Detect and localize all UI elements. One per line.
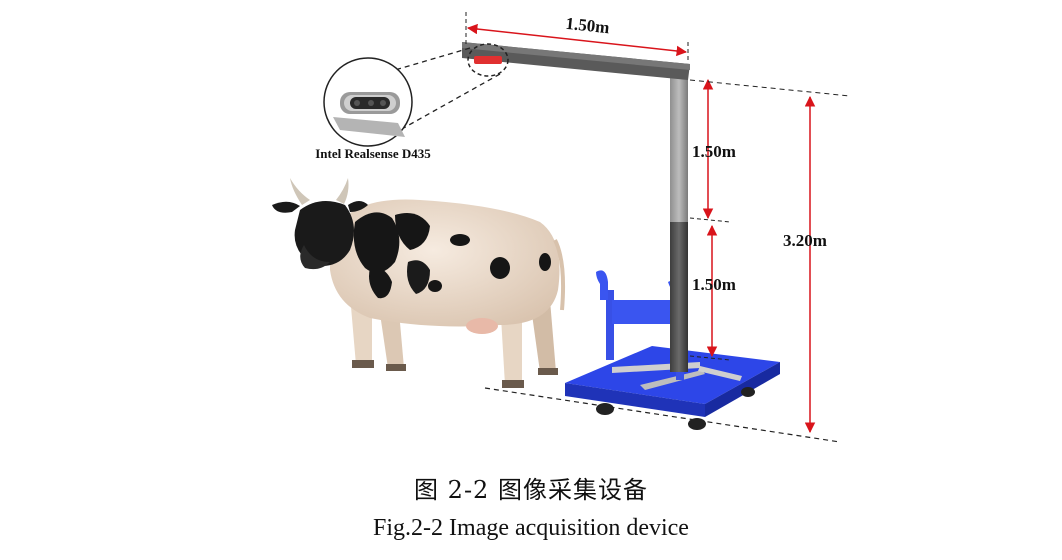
cow-illustration [272,178,566,388]
lower-height-label: 1.50m [692,275,736,294]
total-height-dimension [689,79,851,434]
ground-line [484,387,841,443]
camera-model-label: Intel Realsense D435 [315,146,431,161]
figure-caption-chinese: 图 2-2 图像采集设备 [414,476,648,504]
upper-height-label: 1.50m [692,142,736,161]
lower-height-dimension [689,224,731,361]
upper-height-dimension [689,78,731,223]
total-height-label: 3.20m [783,231,827,250]
beam-dimension [465,12,689,62]
device-diagram: Intel Realsense D435 1.50m 1.50m 1.50m 3… [272,12,851,443]
figure-caption-english: Fig.2-2 Image acquisition device [373,515,689,541]
camera-mount [474,56,502,64]
camera-inset [323,57,413,147]
beam-length-label: 1.50m [565,14,611,37]
